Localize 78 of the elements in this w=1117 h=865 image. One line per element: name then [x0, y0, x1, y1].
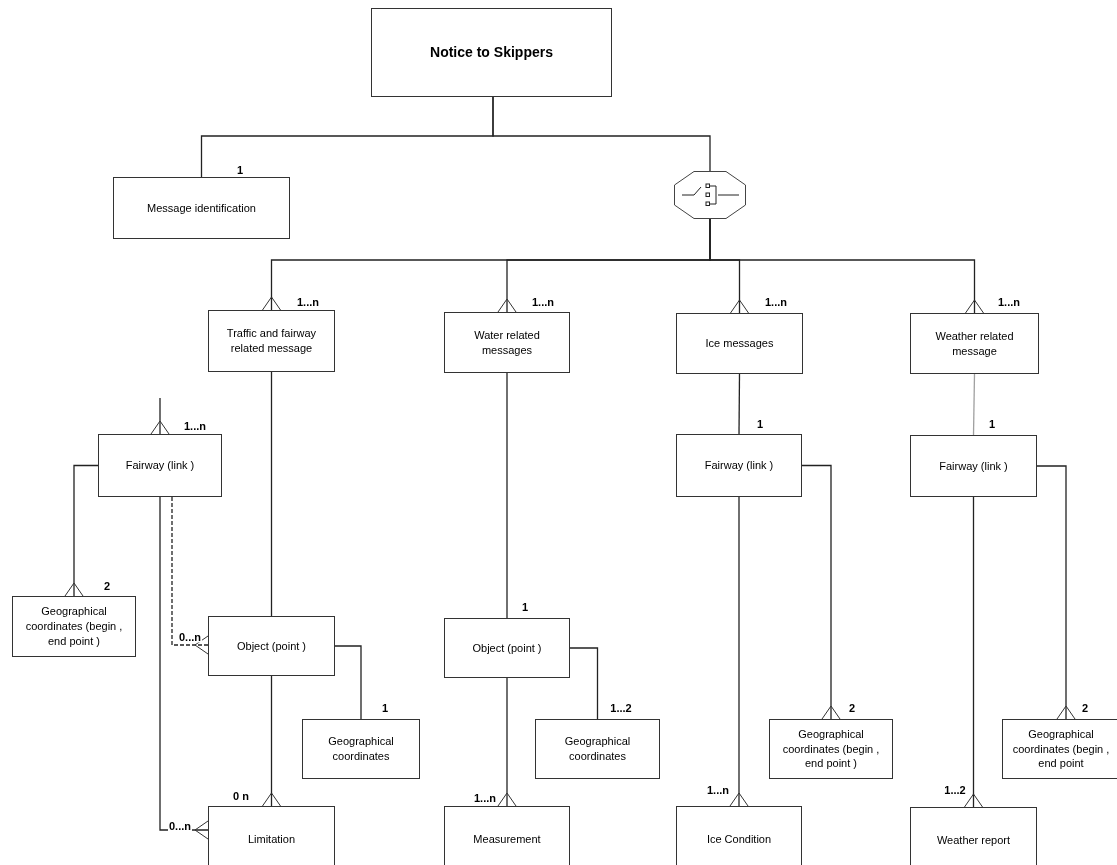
entity-box [444, 312, 570, 373]
entity-name: Geographical coordinates (begin , end point [1011, 726, 1111, 772]
connector-line [150, 397, 170, 435]
multiplicity-label: 1...n [764, 296, 788, 308]
entity-name: Water related messages [473, 327, 541, 358]
multiplicity-label: 2 [1080, 702, 1090, 714]
entity-box [676, 434, 802, 497]
multiplicity-label: 0...n [178, 631, 202, 643]
multiplicity-label: 2 [102, 580, 112, 592]
connector-line [497, 677, 517, 807]
connector-line [171, 496, 209, 655]
entity-box [676, 806, 802, 865]
connector-line [64, 464, 99, 597]
entity-name: Geographical coordinates (begin , end point ) [781, 726, 881, 772]
multiplicity-label: 1...n [531, 296, 555, 308]
entity-name: Ice messages [705, 336, 774, 351]
entity-box [444, 806, 570, 865]
entity-box [676, 313, 803, 374]
entity-name: Object (point ) [472, 640, 542, 656]
entity-box [1002, 719, 1117, 779]
connector-line [569, 647, 599, 720]
entity-name: Ice Condition [706, 831, 772, 847]
entity-name: Geographical coordinates [327, 734, 395, 764]
entity-name: Geographical coordinates [563, 734, 632, 764]
connector-line [159, 496, 209, 840]
entity-name: Fairway (link ) [125, 458, 195, 473]
connector-line [709, 218, 984, 314]
connector-line [492, 96, 711, 172]
entity-name: Object (point ) [236, 638, 307, 654]
connector-line [729, 496, 749, 807]
connector-line [738, 373, 741, 435]
entity-box [535, 719, 660, 779]
entity-name: Measurement [473, 831, 541, 847]
connector-line [262, 675, 281, 807]
multiplicity-label: 0...n [168, 820, 192, 832]
entity-box [302, 719, 420, 779]
entity-box [444, 618, 570, 678]
entity-name: Fairway (link ) [939, 458, 1008, 474]
entity-name: Geographical coordinates (begin , end point ) [24, 604, 124, 649]
multiplicity-label: 1...n [997, 296, 1021, 308]
connector-line [801, 464, 841, 720]
connector-line [972, 373, 976, 436]
multiplicity-label: 1 [520, 601, 530, 613]
entity-box [208, 310, 335, 372]
entity-box [910, 435, 1037, 497]
entity-box [98, 434, 222, 497]
multiplicity-label: 1 [235, 164, 245, 176]
multiplicity-label: 1...n [183, 420, 207, 432]
entity-box [910, 807, 1037, 865]
connector-line [334, 645, 362, 720]
multiplicity-label: 1 [755, 418, 765, 430]
entity-box [12, 596, 136, 657]
multiplicity-label: 1 [380, 702, 390, 714]
connector-line [506, 372, 508, 619]
entity-name: Weather report [936, 832, 1011, 848]
entity-name: Weather related message [934, 328, 1015, 359]
entity-box [769, 719, 893, 779]
multiplicity-label: 0 n [232, 790, 250, 802]
entity-box [208, 806, 335, 865]
multiplicity-label: 1 [987, 418, 997, 430]
multiplicity-label: 2 [847, 702, 857, 714]
entity-name: Fairway (link ) [704, 458, 774, 473]
connector-line [270, 371, 273, 617]
entity-box [113, 177, 290, 239]
title-text: Notice to Skippers [430, 43, 553, 62]
multiplicity-label: 1...n [706, 784, 730, 796]
multiplicity-label: 1...n [296, 296, 320, 308]
entity-name: Limitation [247, 831, 296, 847]
multiplicity-label: 1...2 [609, 702, 633, 714]
connector-line [1036, 465, 1076, 720]
connector-line [964, 496, 983, 808]
entity-name: Traffic and fairway related message [225, 326, 318, 356]
entity-name: Message identification [147, 200, 256, 216]
entity-box [371, 8, 612, 97]
entity-box [208, 616, 335, 676]
multiplicity-label: 1...2 [943, 784, 967, 796]
entity-box [910, 313, 1039, 374]
multiplicity-label: 1...n [473, 792, 497, 804]
